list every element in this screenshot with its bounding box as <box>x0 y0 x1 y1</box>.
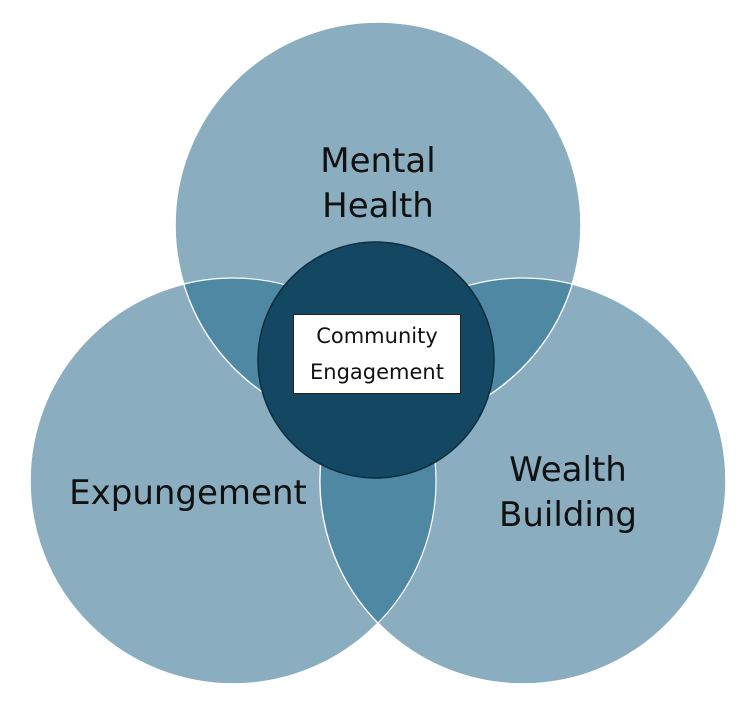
mental-health-label-line-2: Health <box>322 186 434 226</box>
community-engagement-line-2: Engagement <box>310 360 444 384</box>
community-engagement-line-1: Community <box>316 324 438 348</box>
wealth-building-label: Wealth Building <box>418 448 718 538</box>
community-engagement-box: Community Engagement <box>293 314 461 394</box>
expungement-label-line-1: Expungement <box>69 473 307 513</box>
expungement-label: Expungement <box>38 471 338 516</box>
outline-expungement <box>29 277 437 685</box>
outline-wealth <box>319 277 727 685</box>
wealth-building-label-line-1: Wealth <box>509 450 627 490</box>
mental-health-label-line-1: Mental <box>320 141 436 181</box>
wealth-building-label-line-2: Building <box>499 495 637 535</box>
mental-health-label: Mental Health <box>228 139 528 229</box>
